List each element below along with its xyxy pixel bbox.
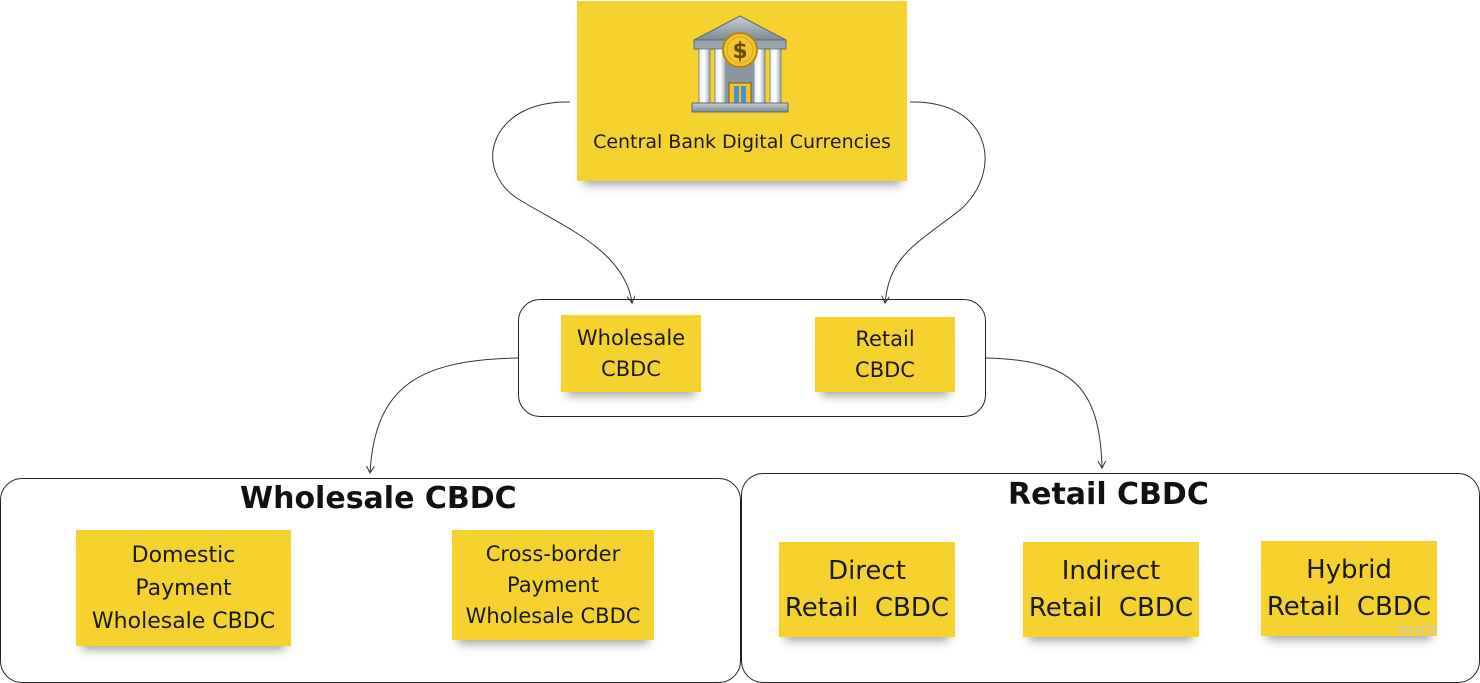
note-line: Retail CBDC [1028, 592, 1194, 623]
indirect-retail-note[interactable]: Indirect Retail CBDC [1023, 542, 1199, 637]
connector-root-to-wholesale[interactable] [492, 101, 632, 303]
note-line: Cross-border [485, 541, 621, 566]
note-line: Wholesale CBDC [91, 608, 276, 634]
connector-types-to-retail-frame[interactable] [985, 357, 1102, 468]
bank-building-dollar-icon: $ [691, 15, 789, 113]
domestic-payment-note[interactable]: Domestic Payment Wholesale CBDC [76, 530, 291, 646]
note-line: Wholesale CBDC [465, 603, 641, 628]
note-line: Indirect [1061, 555, 1161, 586]
hybrid-retail-note[interactable]: Hybrid Retail CBDC [1261, 541, 1437, 636]
note-line: CBDC [601, 356, 661, 381]
svg-text:$: $ [732, 39, 747, 64]
note-line: Wholesale [576, 325, 686, 350]
retail-frame-title: Retail CBDC [1008, 475, 1209, 515]
retail-cbdc-note[interactable]: Retail CBDC [815, 317, 955, 392]
root-label: Central Bank Digital Currencies [593, 131, 891, 153]
note-line: Retail [855, 326, 915, 351]
note-line: Payment [135, 575, 232, 601]
cross-border-payment-note[interactable]: Cross-border Payment Wholesale CBDC [452, 530, 654, 640]
connector-types-to-wholesale-frame[interactable] [370, 357, 519, 473]
note-line: Retail CBDC [1266, 591, 1432, 622]
connector-root-to-retail[interactable] [885, 101, 986, 303]
note-line: Payment [507, 572, 599, 597]
types-group-frame[interactable] [518, 299, 986, 417]
direct-retail-note[interactable]: Direct Retail CBDC [779, 542, 955, 637]
wholesale-cbdc-note[interactable]: Wholesale CBDC [561, 315, 701, 392]
note-line: Domestic [131, 542, 236, 568]
note-line: CBDC [855, 357, 915, 382]
note-line: Hybrid [1306, 554, 1392, 585]
wholesale-frame-title: Wholesale CBDC [240, 479, 517, 519]
note-line: Direct [828, 555, 906, 586]
miro-watermark: miro [1398, 620, 1439, 639]
note-line: Retail CBDC [784, 592, 950, 623]
